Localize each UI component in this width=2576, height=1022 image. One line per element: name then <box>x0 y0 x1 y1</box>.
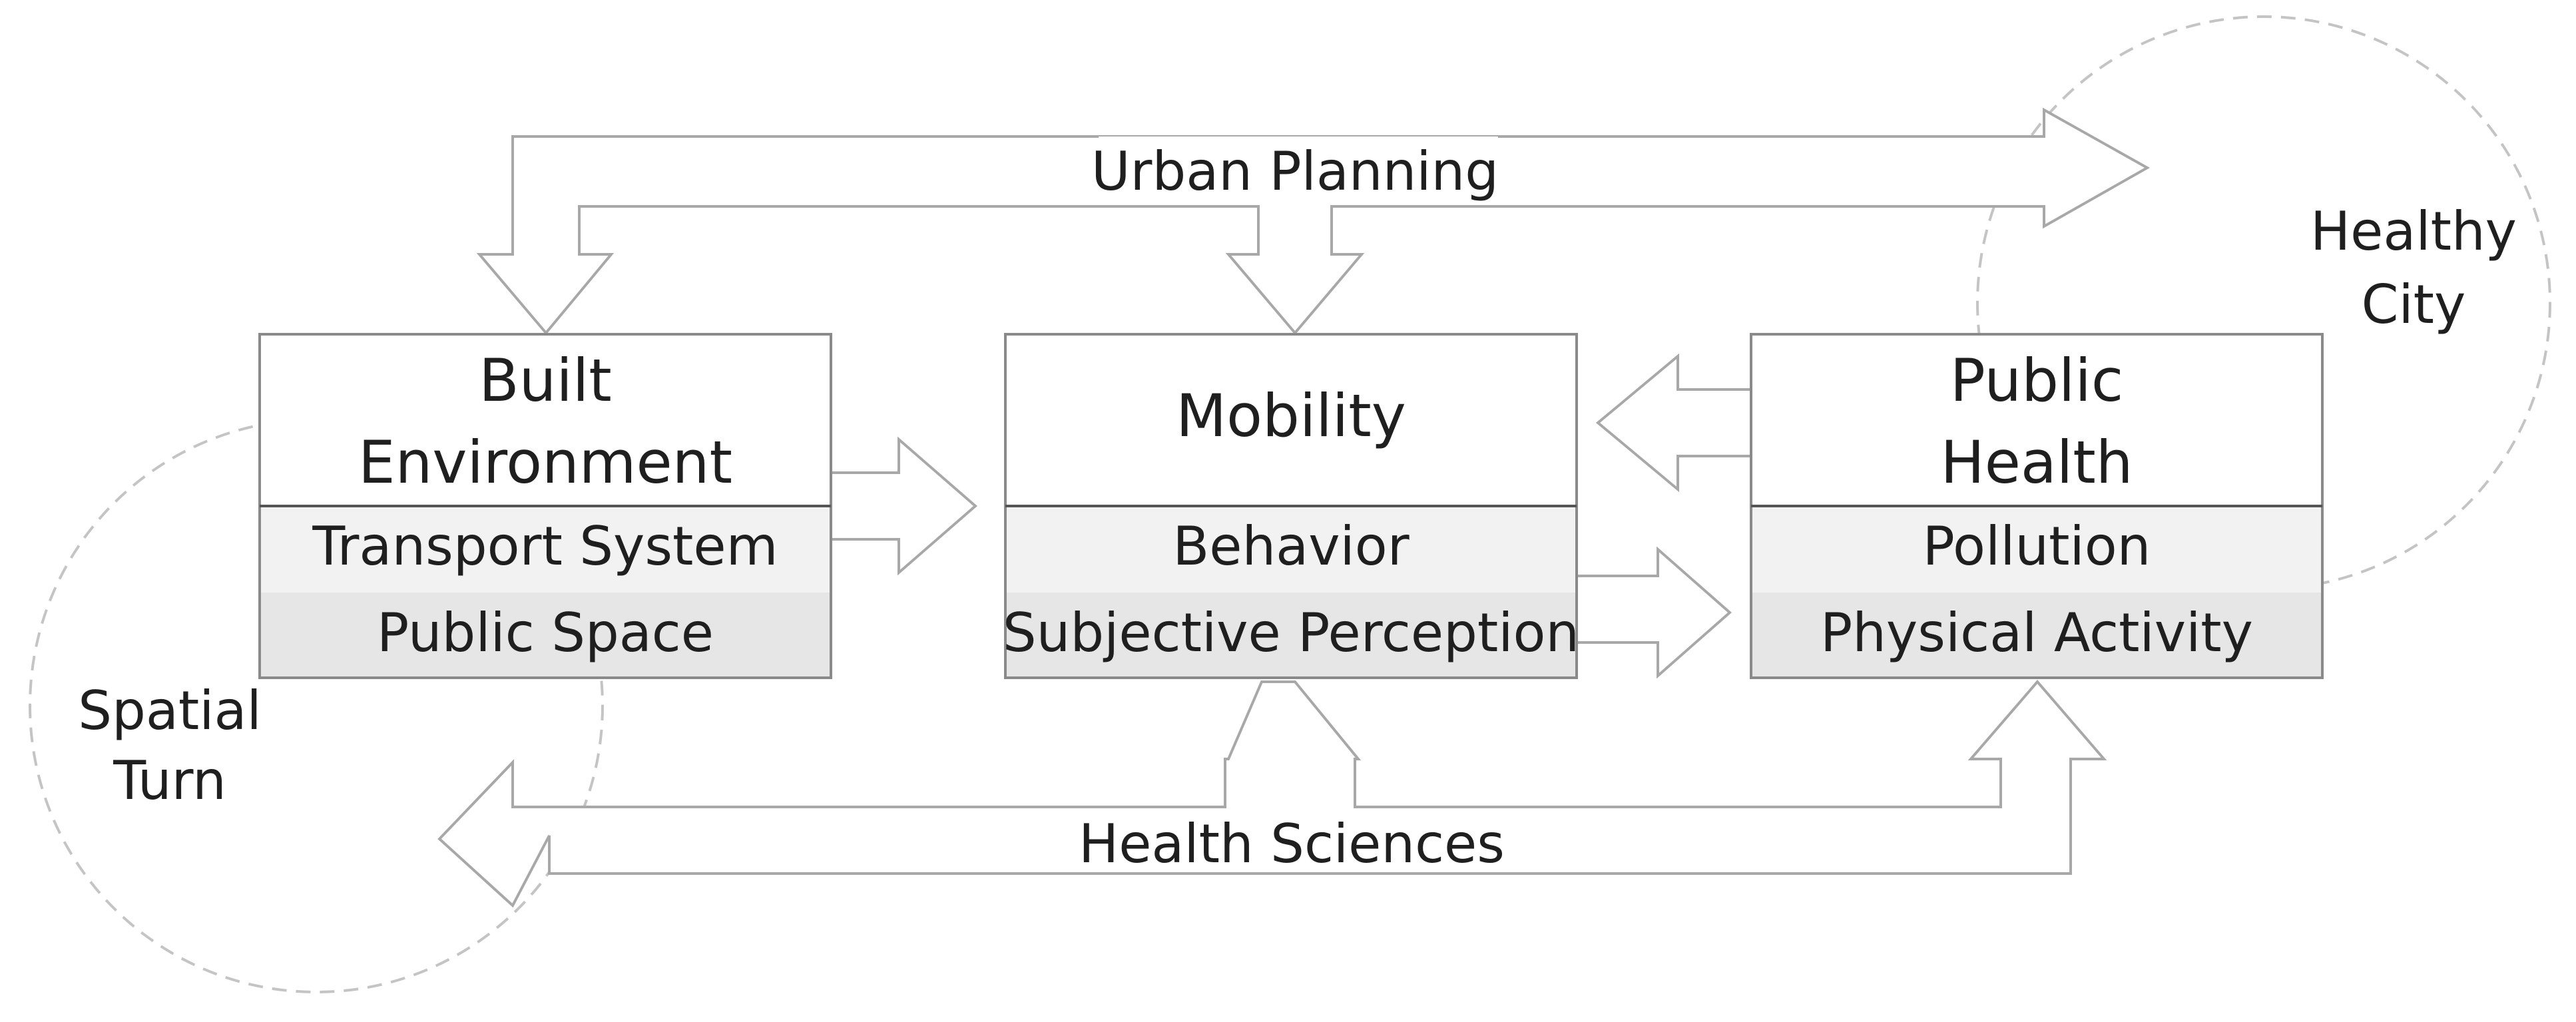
health-to-mobility-arrow <box>1595 353 1750 493</box>
mobility-title: Mobility <box>1176 382 1406 450</box>
public-space-label: Public Space <box>377 602 714 664</box>
health-sciences-label: Health Sciences <box>1079 813 1505 875</box>
physical-activity-row <box>1751 593 2322 678</box>
healthy-city-circle <box>1976 15 2551 591</box>
behavior-row <box>1005 506 1577 593</box>
physical-activity-label: Physical Activity <box>1820 602 2253 664</box>
built-environment-box: Built Environment Transport System Publi… <box>258 333 832 679</box>
public-health-title-line2: Health <box>1941 428 2133 497</box>
urban-planning-outer-arrow <box>476 107 2151 336</box>
mobility-to-health-arrow <box>1578 546 1732 679</box>
pollution-label: Pollution <box>1923 515 2151 577</box>
public-space-row <box>260 593 831 678</box>
built-environment-title-line2: Environment <box>358 428 732 497</box>
subjective-perception-label: Subjective Perception <box>1003 602 1579 664</box>
built-to-mobility-arrow <box>832 436 978 576</box>
subjective-perception-row <box>1005 593 1577 678</box>
transport-system-row <box>260 506 831 593</box>
healthy-city-label-line1: Healthy <box>2310 200 2517 262</box>
public-health-box: Public Health Pollution Physical Activit… <box>1750 333 2324 679</box>
transport-system-label: Transport System <box>312 515 778 577</box>
health-sciences-outer-arrow <box>437 679 2107 908</box>
pollution-row <box>1751 506 2322 593</box>
spatial-turn-label-line1: Spatial <box>78 680 261 742</box>
public-health-title-line1: Public <box>1950 346 2123 415</box>
healthy-city-label-line2: City <box>2362 274 2466 336</box>
built-environment-title-line1: Built <box>479 346 612 415</box>
behavior-label: Behavior <box>1172 515 1409 577</box>
urban-planning-label: Urban Planning <box>1091 140 1499 202</box>
spatial-turn-label-line2: Turn <box>113 750 226 812</box>
mobility-box: Mobility Behavior Subjective Perception <box>1003 333 1579 679</box>
